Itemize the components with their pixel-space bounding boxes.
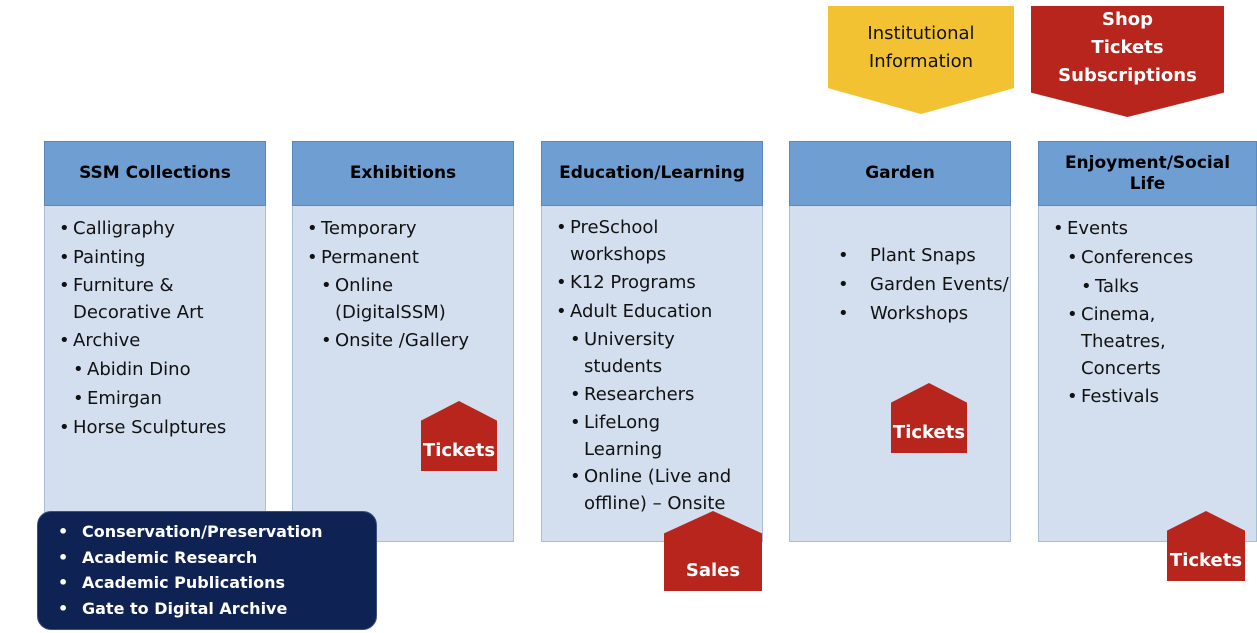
list-item: Workshops [838,299,1010,328]
list-item-text: Online (Live and [584,466,732,487]
badge-label: Sales [685,560,741,581]
list-item: Gate to Digital Archive [58,596,376,622]
column-header[interactable]: Enjoyment/Social Life [1038,141,1257,206]
column-body: Temporary Permanent Online (DigitalSSM) … [292,206,514,542]
column-header[interactable]: Education/Learning [541,141,763,206]
column-exhibitions: Exhibitions Temporary Permanent Online (… [292,141,514,542]
sub-list-item: LifeLong Learning [570,409,762,463]
list-item-text: (DigitalSSM) [335,302,446,323]
list-item-text: students [584,356,663,377]
column-enjoyment-social-life: Enjoyment/Social Life Events Conferences… [1038,141,1257,542]
list-item: Garden Events/ [838,270,1010,299]
list-item: Furniture & Decorative Art [59,272,265,326]
banner-line: Subscriptions [1058,65,1197,86]
list-item: Calligraphy [59,214,265,243]
column-title-line: Enjoyment/Social [1064,153,1231,174]
list-item-text: offline) – Onsite [584,493,726,514]
column-garden: Garden Plant Snaps Garden Events/ Worksh… [789,141,1011,542]
sub-list-item: University students [570,326,762,380]
sub-list-item: Cinema, Theatres, Concerts [1067,301,1256,382]
column-body: PreSchool workshops K12 Programs Adult E… [541,206,763,542]
column-body: Plant Snaps Garden Events/ Workshops [789,206,1011,542]
sub-list-item: Online (DigitalSSM) [321,272,513,326]
list-item: PreSchool workshops [556,214,762,268]
column-title: Education/Learning [559,163,745,184]
list-item: Academic Research [58,545,376,571]
list-item-text: workshops [570,244,667,265]
column-body: Events Conferences Talks Cinema, Theatre… [1038,206,1257,542]
research-services-box: Conservation/Preservation Academic Resea… [37,511,377,630]
list-item: Adult Education [556,297,762,326]
sub-list-item: Emirgan [73,384,265,413]
list-item: Painting [59,243,265,272]
banner-line: Shop [1101,9,1154,30]
column-title: SSM Collections [79,163,231,184]
column-body: Calligraphy Painting Furniture & Decorat… [44,206,266,542]
sub-list-item: Abidin Dino [73,355,265,384]
sub-list-item: Conferences [1067,243,1256,272]
garden-tickets-badge[interactable]: Tickets [891,383,967,453]
badge-label: Tickets [1169,550,1243,571]
list-item: Archive [59,326,265,355]
list-item: Events [1053,214,1256,243]
column-education-learning: Education/Learning PreSchool workshops K… [541,141,763,542]
banner-line: Tickets [1091,37,1164,58]
column-header[interactable]: SSM Collections [44,141,266,206]
institutional-information-banner[interactable]: Institutional Information [828,6,1014,114]
list-item: Academic Publications [58,570,376,596]
list-item-text: PreSchool [570,217,659,238]
sub-list-item: Festivals [1067,382,1256,411]
column-title: Garden [865,163,935,184]
sub-list-item: Researchers [570,380,762,409]
sub-list-item: Talks [1081,272,1256,301]
banner-line: Institutional [867,23,975,44]
column-ssm-collections: SSM Collections Calligraphy Painting Fur… [44,141,266,542]
column-header[interactable]: Exhibitions [292,141,514,206]
list-item-text: Decorative Art [73,302,204,323]
list-item: Conservation/Preservation [58,519,376,545]
banner-line: Information [868,51,974,72]
list-item-text: Online [335,275,394,296]
list-item-text: Concerts [1081,358,1161,379]
column-title-line: Life [1129,173,1166,194]
list-item-text: Theatres, [1081,331,1166,352]
list-item-text: LifeLong [584,412,660,433]
list-item-text: Furniture & [73,275,174,296]
badge-label: Tickets [422,440,496,461]
column-header[interactable]: Garden [789,141,1011,206]
list-item-text: Learning [584,439,663,460]
column-title: Exhibitions [349,163,457,184]
list-item: K12 Programs [556,268,762,297]
sub-list-item: Online (Live and offline) – Onsite [570,463,762,517]
list-item: Temporary [307,214,513,243]
list-item: Plant Snaps [838,241,1010,270]
shop-tickets-subscriptions-banner[interactable]: Shop Tickets Subscriptions [1031,6,1224,117]
list-item: Horse Sculptures [59,413,265,442]
list-item: Permanent [307,243,513,272]
badge-label: Tickets [892,422,966,443]
list-item-text: University [584,329,675,350]
list-item-text: Cinema, [1081,304,1156,325]
sub-list-item: Onsite /Gallery [321,326,513,355]
